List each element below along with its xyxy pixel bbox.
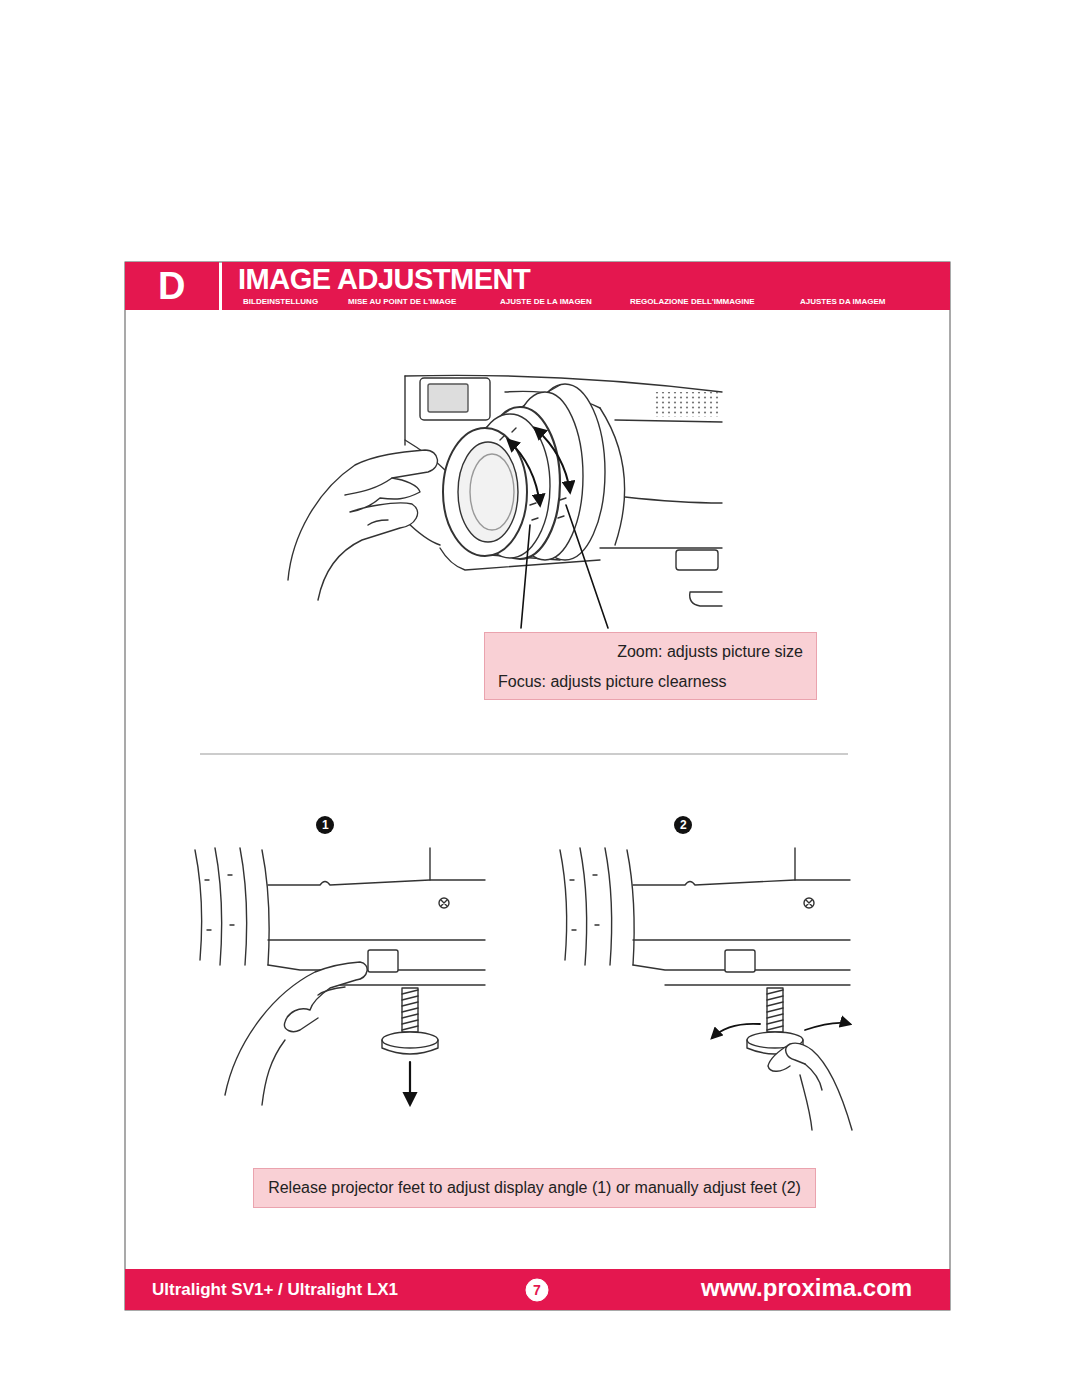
box-text: Release projector feet to adjust display… (268, 1179, 801, 1197)
foot-release-illustration (195, 848, 485, 1105)
step-circle (316, 816, 334, 834)
product-name: Ultralight SV1+ / Ultralight LX1 (152, 1280, 398, 1300)
page-number: 7 (533, 1282, 541, 1298)
section-title: IMAGE ADJUSTMENT (238, 263, 530, 295)
projector-lens-illustration (288, 375, 722, 628)
box-text: Focus: adjusts picture clearness (498, 673, 803, 691)
foot-adjust-illustration (560, 848, 852, 1130)
caption-box: Release projector feet to adjust display… (253, 1168, 816, 1208)
language-subtitle: AJUSTES DA IMAGEM (800, 297, 886, 306)
section-letter-box (125, 262, 219, 310)
header-band (222, 262, 950, 310)
step-number: 1 (322, 818, 329, 832)
language-subtitle: REGOLAZIONE DELL'IMMAGINE (630, 297, 755, 306)
language-subtitle: BILDEINSTELLUNG (243, 297, 318, 306)
step-circle (674, 816, 692, 834)
separator-line (200, 754, 848, 755)
page-frame (125, 262, 950, 1310)
website-url: www.proxima.com (701, 1274, 912, 1302)
language-subtitle: AJUSTE DE LA IMAGEN (500, 297, 592, 306)
callout-box: Zoom: adjusts picture sizeFocus: adjusts… (484, 632, 817, 700)
step-number: 2 (680, 818, 687, 832)
footer-band (125, 1269, 950, 1310)
box-text: Zoom: adjusts picture size (498, 643, 803, 661)
page-number-circle (526, 1279, 548, 1301)
section-letter: D (158, 265, 185, 308)
language-subtitle: MISE AU POINT DE L'IMAGE (348, 297, 456, 306)
